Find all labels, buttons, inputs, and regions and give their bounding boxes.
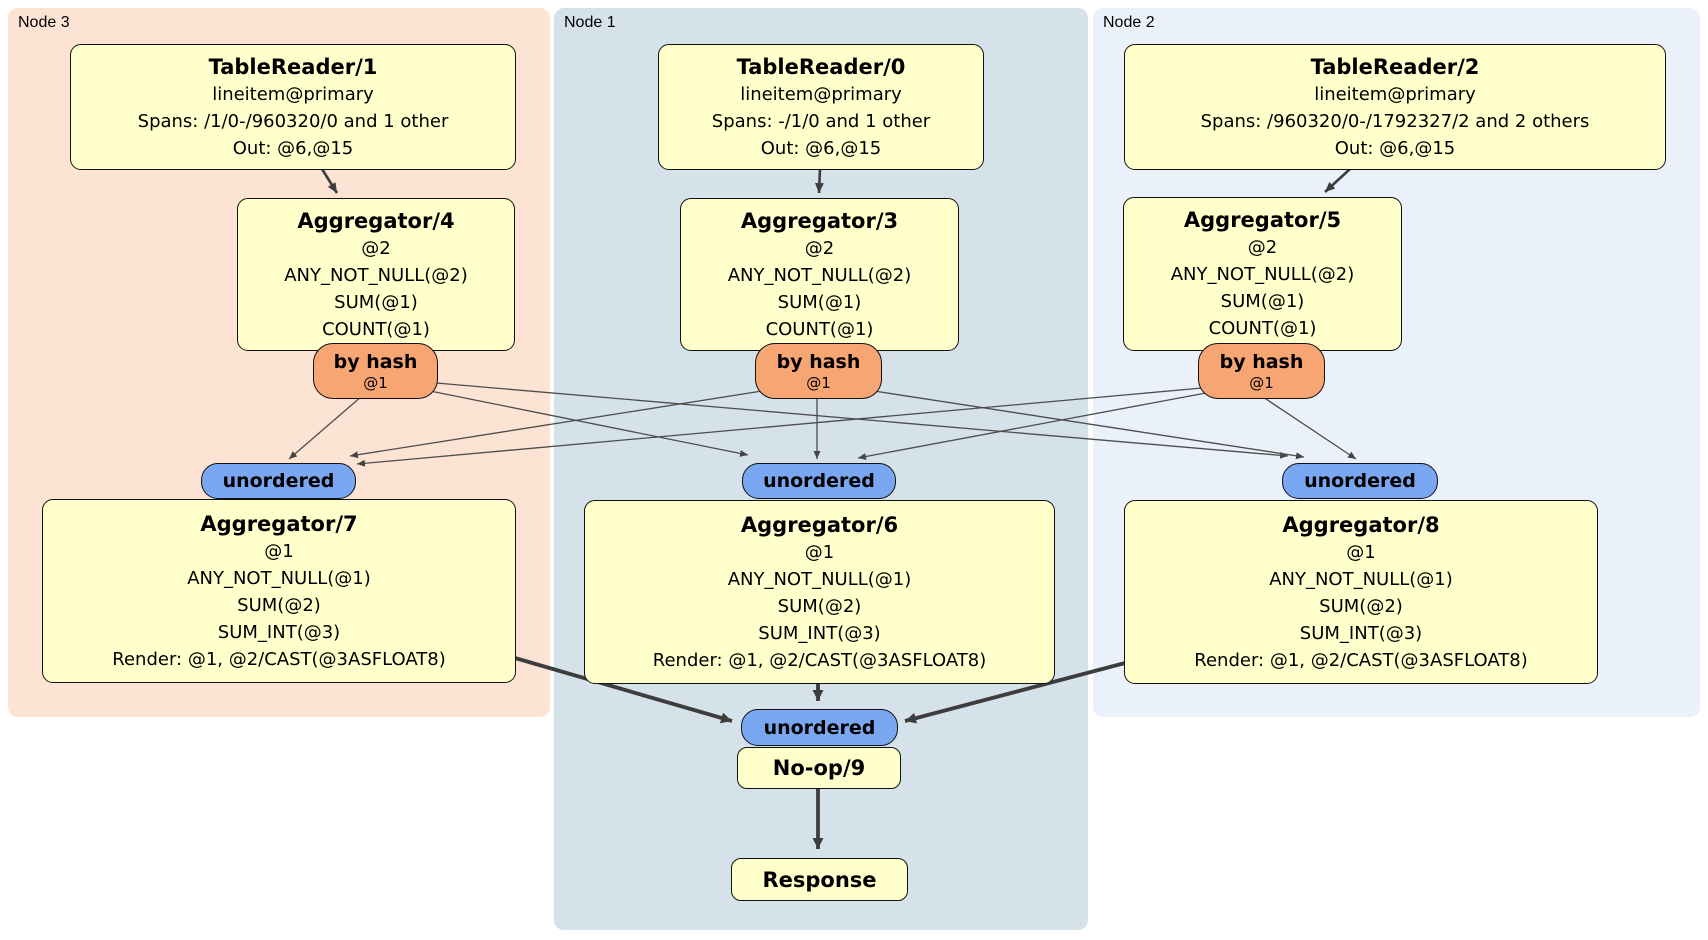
aggregator-3-box: Aggregator/3 @2 ANY_NOT_NULL(@2) SUM(@1)… xyxy=(680,198,959,351)
aggregator-4-expr2: SUM(@1) xyxy=(334,291,418,313)
noop-9-title: No-op/9 xyxy=(772,756,866,780)
aggregator-8-expr1: ANY_NOT_NULL(@1) xyxy=(1269,568,1453,590)
aggregator-7-expr1: ANY_NOT_NULL(@1) xyxy=(187,567,371,589)
aggregator-5-title: Aggregator/5 xyxy=(1183,208,1342,232)
aggregator-6-render: Render: @1, @2/CAST(@3ASFLOAT8) xyxy=(652,649,987,671)
aggregator-4-box: Aggregator/4 @2 ANY_NOT_NULL(@2) SUM(@1)… xyxy=(237,198,515,351)
edge-router4-sync8 xyxy=(435,382,1289,459)
aggregator-4-expr1: ANY_NOT_NULL(@2) xyxy=(284,264,468,286)
aggregator-3-expr2: SUM(@1) xyxy=(777,291,862,313)
aggregator-3-expr1: ANY_NOT_NULL(@2) xyxy=(727,264,912,286)
table-reader-1-spans: Spans: /1/0-/960320/0 and 1 other xyxy=(137,110,449,132)
aggregator-5-expr3: COUNT(@1) xyxy=(1208,318,1317,339)
aggregator-6-expr3: SUM_INT(@3) xyxy=(758,622,881,644)
aggregator-4-group: @2 xyxy=(361,237,391,259)
aggregator-6-expr2: SUM(@2) xyxy=(777,595,862,617)
node1-region-label: Node 1 xyxy=(564,14,616,31)
table-reader-2-spans: Spans: /960320/0-/1792327/2 and 2 others xyxy=(1200,110,1590,132)
edge-tr1-agg4 xyxy=(320,168,339,194)
router-5-label: by hash xyxy=(1219,350,1304,373)
router-3-by-hash: by hash @1 xyxy=(755,343,882,399)
sync-6-label: unordered xyxy=(763,470,875,492)
aggregator-7-title: Aggregator/7 xyxy=(200,511,358,536)
edge-router4-sync7 xyxy=(288,395,363,460)
edge-agg7-finalsync xyxy=(514,656,733,724)
edge-router5-sync7 xyxy=(356,387,1203,467)
aggregator-7-expr2: SUM(@2) xyxy=(237,594,321,616)
edge-agg8-finalsync xyxy=(904,661,1126,724)
edge-router5-sync8 xyxy=(1262,396,1357,460)
aggregator-7-box: Aggregator/7 @1 ANY_NOT_NULL(@1) SUM(@2)… xyxy=(42,499,516,683)
sync-7-unordered: unordered xyxy=(201,463,356,499)
aggregator-3-title: Aggregator/3 xyxy=(740,208,899,233)
table-reader-0-box: TableReader/0 lineitem@primary Spans: -/… xyxy=(658,44,984,170)
aggregator-8-box: Aggregator/8 @1 ANY_NOT_NULL(@1) SUM(@2)… xyxy=(1124,500,1598,684)
edge-router4-sync6 xyxy=(429,390,749,457)
router-3-key: @1 xyxy=(806,373,831,392)
table-reader-2-index: lineitem@primary xyxy=(1314,83,1476,105)
sync-8-unordered: unordered xyxy=(1282,463,1438,499)
aggregator-5-group: @2 xyxy=(1247,237,1278,258)
edge-tr0-agg3 xyxy=(814,168,824,194)
aggregator-8-expr3: SUM_INT(@3) xyxy=(1299,622,1423,644)
table-reader-1-title: TableReader/1 xyxy=(208,54,378,79)
response-title: Response xyxy=(762,867,877,892)
aggregator-8-expr2: SUM(@2) xyxy=(1319,595,1403,617)
table-reader-2-title: TableReader/2 xyxy=(1310,54,1480,79)
noop-9-box: No-op/9 xyxy=(737,747,901,789)
aggregator-7-expr3: SUM_INT(@3) xyxy=(217,621,341,643)
aggregator-8-render: Render: @1, @2/CAST(@3ASFLOAT8) xyxy=(1194,649,1528,671)
router-3-label: by hash xyxy=(776,350,861,373)
edge-router3-sync7 xyxy=(349,390,763,459)
table-reader-1-out: Out: @6,@15 xyxy=(232,137,354,159)
node2-region-label: Node 2 xyxy=(1103,14,1155,31)
aggregator-7-render: Render: @1, @2/CAST(@3ASFLOAT8) xyxy=(112,648,446,670)
aggregator-5-expr2: SUM(@1) xyxy=(1220,291,1305,312)
table-reader-2-out: Out: @6,@15 xyxy=(1334,137,1456,159)
table-reader-2-box: TableReader/2 lineitem@primary Spans: /9… xyxy=(1124,44,1666,170)
final-sync-label: unordered xyxy=(763,716,876,739)
router-4-key: @1 xyxy=(363,373,388,392)
sync-6-unordered: unordered xyxy=(742,463,896,499)
aggregator-8-group: @1 xyxy=(1346,541,1376,563)
sync-7-label: unordered xyxy=(222,470,335,492)
aggregator-3-expr3: COUNT(@1) xyxy=(765,318,874,340)
aggregator-4-expr3: COUNT(@1) xyxy=(322,318,430,340)
table-reader-0-spans: Spans: -/1/0 and 1 other xyxy=(711,110,931,132)
router-4-label: by hash xyxy=(333,350,418,373)
aggregator-3-group: @2 xyxy=(804,237,835,259)
router-5-by-hash: by hash @1 xyxy=(1198,343,1325,399)
aggregator-6-group: @1 xyxy=(804,541,835,563)
edge-router3-sync8 xyxy=(873,390,1305,460)
aggregator-6-title: Aggregator/6 xyxy=(740,512,899,537)
table-reader-0-title: TableReader/0 xyxy=(736,54,906,79)
aggregator-6-box: Aggregator/6 @1 ANY_NOT_NULL(@1) SUM(@2)… xyxy=(584,500,1055,684)
edge-router5-sync6 xyxy=(857,392,1207,460)
final-sync-unordered: unordered xyxy=(741,709,898,746)
aggregator-5-box: Aggregator/5 @2 ANY_NOT_NULL(@2) SUM(@1)… xyxy=(1123,197,1402,351)
table-reader-0-index: lineitem@primary xyxy=(740,83,902,105)
aggregator-6-expr1: ANY_NOT_NULL(@1) xyxy=(727,568,912,590)
table-reader-1-box: TableReader/1 lineitem@primary Spans: /1… xyxy=(70,44,516,170)
aggregator-7-group: @1 xyxy=(264,540,294,562)
sync-8-label: unordered xyxy=(1304,470,1416,492)
aggregator-8-title: Aggregator/8 xyxy=(1282,512,1440,537)
table-reader-1-index: lineitem@primary xyxy=(212,83,374,105)
node3-region-label: Node 3 xyxy=(18,14,70,31)
aggregator-5-expr1: ANY_NOT_NULL(@2) xyxy=(1170,264,1355,285)
edge-tr2-agg5 xyxy=(1324,168,1351,193)
router-5-key: @1 xyxy=(1249,373,1274,392)
response-box: Response xyxy=(731,858,908,901)
table-reader-0-out: Out: @6,@15 xyxy=(760,137,882,159)
aggregator-4-title: Aggregator/4 xyxy=(297,208,455,233)
router-4-by-hash: by hash @1 xyxy=(313,343,438,399)
